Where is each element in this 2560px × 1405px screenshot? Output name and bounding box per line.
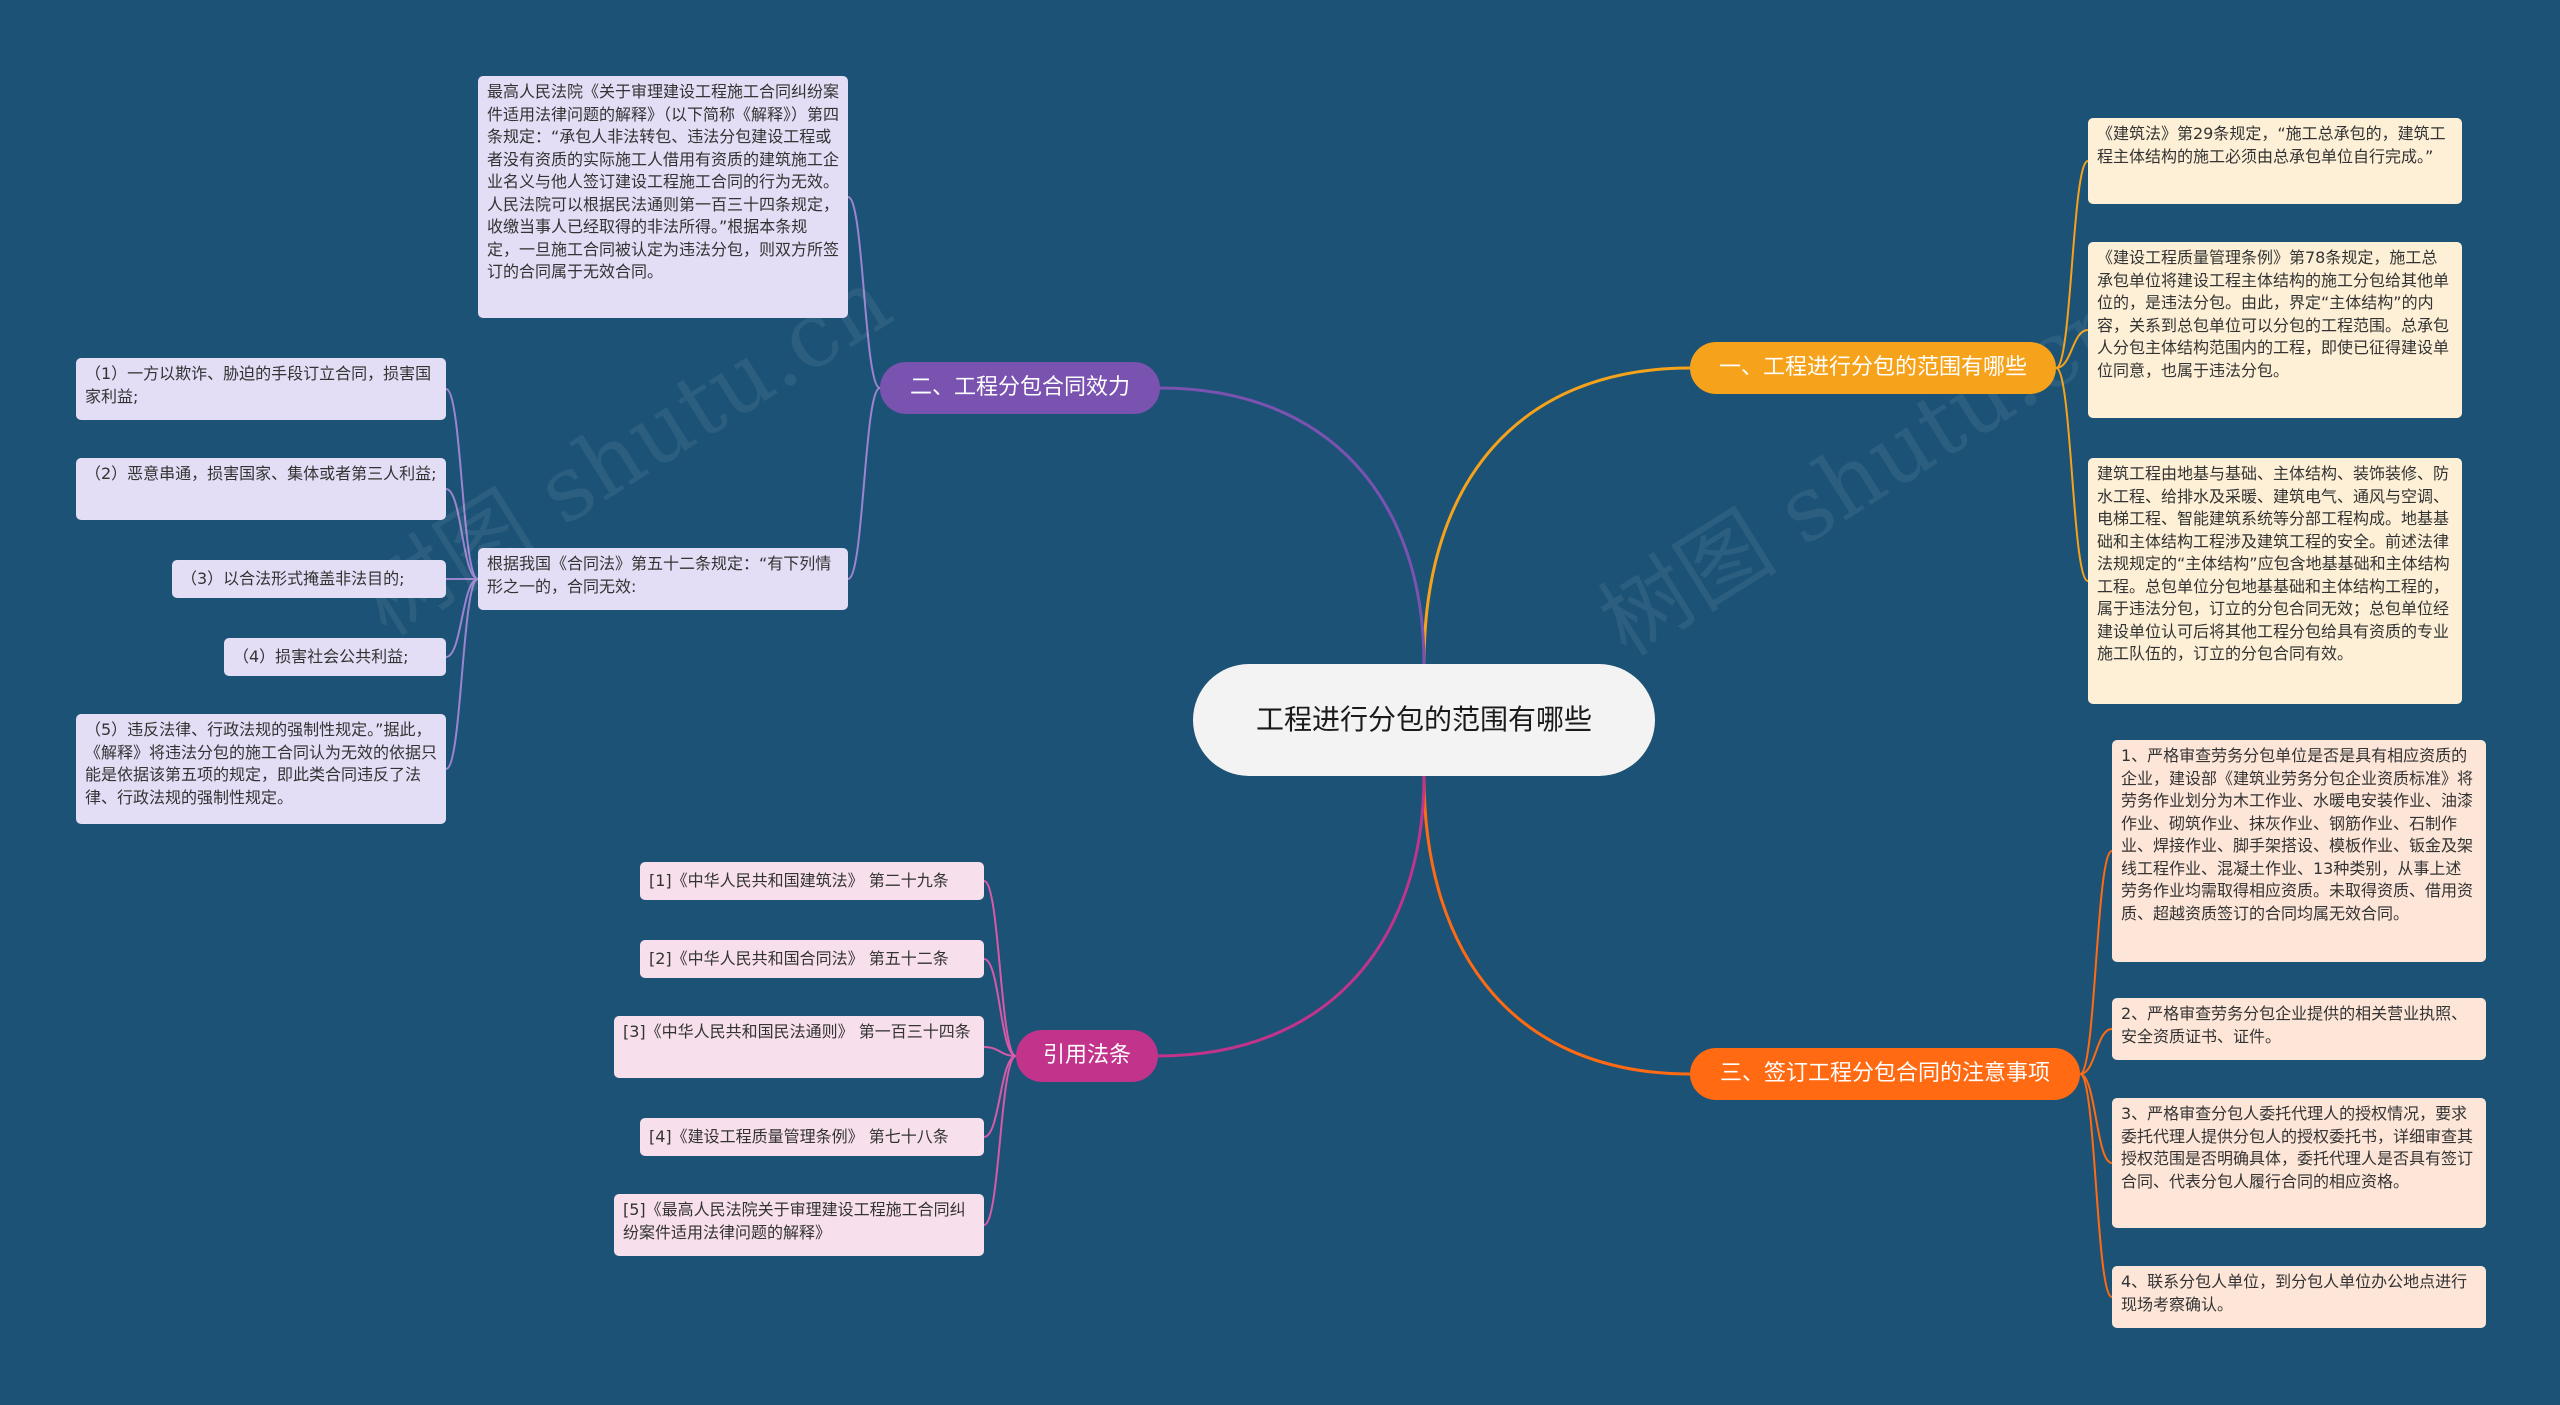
topic-branch-2[interactable]: 二、工程分包合同效力 xyxy=(880,362,1160,414)
note-branch2-sub-2[interactable]: （2）恶意串通，损害国家、集体或者第三人利益; xyxy=(76,458,446,520)
note-branch2-2[interactable]: 根据我国《合同法》第五十二条规定：“有下列情形之一的，合同无效: xyxy=(478,548,848,610)
link-root-branch1 xyxy=(1422,366,1691,665)
link-branch4-note-4 xyxy=(983,1055,1017,1138)
link-branch2-sub-5 xyxy=(445,578,479,770)
note-branch2-sub-5[interactable]: （5）违反法律、行政法规的强制性规定。”据此，《解释》将违法分包的施工合同认为无… xyxy=(76,714,446,824)
link-branch1-note-3 xyxy=(2055,367,2089,582)
link-branch4-note-5 xyxy=(983,1055,1017,1226)
link-root-branch2 xyxy=(1159,386,1426,665)
topic-branch-4[interactable]: 引用法条 xyxy=(1016,1030,1158,1082)
note-branch4-5[interactable]: [5]《最高人民法院关于审理建设工程施工合同纠纷案件适用法律问题的解释》 xyxy=(614,1194,984,1256)
link-branch4-note-2 xyxy=(983,958,1017,1057)
note-branch3-1[interactable]: 1、严格审查劳务分包单位是否是具有相应资质的企业，建设部《建筑业劳务分包企业资质… xyxy=(2112,740,2486,962)
link-branch3-note-2 xyxy=(2079,1028,2113,1075)
link-branch4-note-1 xyxy=(983,880,1017,1057)
note-branch1-1[interactable]: 《建筑法》第29条规定，“施工总承包的，建筑工程主体结构的施工必须由总承包单位自… xyxy=(2088,118,2462,204)
link-branch4-note-3 xyxy=(983,1046,1017,1057)
link-branch2-sub-1 xyxy=(445,388,479,580)
note-branch4-2[interactable]: [2]《中华人民共和国合同法》 第五十二条 xyxy=(640,940,984,978)
link-branch3-note-1 xyxy=(2079,850,2113,1075)
link-root-branch4 xyxy=(1157,775,1426,1058)
note-branch4-1[interactable]: [1]《中华人民共和国建筑法》 第二十九条 xyxy=(640,862,984,900)
topic-branch-3[interactable]: 三、签订工程分包合同的注意事项 xyxy=(1690,1048,2080,1100)
link-root-branch3 xyxy=(1422,775,1691,1076)
note-branch2-sub-4[interactable]: （4）损害社会公共利益; xyxy=(224,638,446,676)
note-branch3-3[interactable]: 3、严格审查分包人委托代理人的授权情况，要求委托代理人提供分包人的授权委托书，详… xyxy=(2112,1098,2486,1228)
note-branch3-4[interactable]: 4、联系分包人单位，到分包人单位办公地点进行现场考察确认。 xyxy=(2112,1266,2486,1328)
link-branch3-note-3 xyxy=(2079,1073,2113,1164)
note-branch2-sub-1[interactable]: （1）一方以欺诈、胁迫的手段订立合同，损害国家利益; xyxy=(76,358,446,420)
link-branch1-note-1 xyxy=(2055,160,2089,369)
note-branch3-2[interactable]: 2、严格审查劳务分包企业提供的相关营业执照、安全资质证书、证件。 xyxy=(2112,998,2486,1060)
link-branch1-note-2 xyxy=(2055,329,2089,369)
link-branch3-note-4 xyxy=(2079,1073,2113,1298)
note-branch1-3[interactable]: 建筑工程由地基与基础、主体结构、装饰装修、防水工程、给排水及采暖、建筑电气、通风… xyxy=(2088,458,2462,704)
note-branch4-4[interactable]: [4]《建设工程质量管理条例》 第七十八条 xyxy=(640,1118,984,1156)
link-branch2-note-2 xyxy=(847,387,881,580)
topic-branch-1[interactable]: 一、工程进行分包的范围有哪些 xyxy=(1690,342,2056,394)
root-topic[interactable]: 工程进行分包的范围有哪些 xyxy=(1193,664,1655,776)
note-branch2-1[interactable]: 最高人民法院《关于审理建设工程施工合同纠纷案件适用法律问题的解释》（以下简称《解… xyxy=(478,76,848,318)
note-branch2-sub-3[interactable]: （3）以合法形式掩盖非法目的; xyxy=(172,560,446,598)
link-branch2-sub-2 xyxy=(445,488,479,580)
note-branch1-2[interactable]: 《建设工程质量管理条例》第78条规定，施工总承包单位将建设工程主体结构的施工分包… xyxy=(2088,242,2462,418)
note-branch4-3[interactable]: [3]《中华人民共和国民法通则》 第一百三十四条 xyxy=(614,1016,984,1078)
root-title: 工程进行分包的范围有哪些 xyxy=(1255,703,1592,736)
link-branch2-note-1 xyxy=(847,196,881,389)
link-branch2-sub-4 xyxy=(445,578,479,658)
